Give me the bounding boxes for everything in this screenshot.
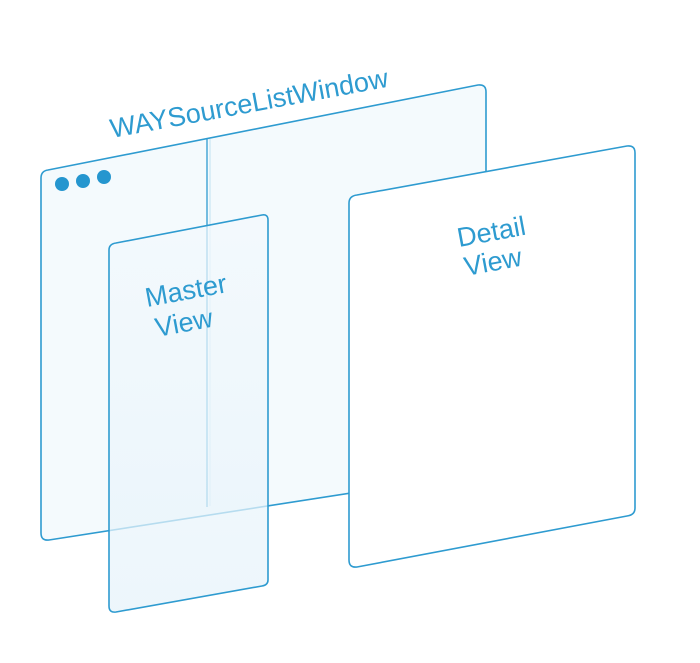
master-view-panel: Master View bbox=[108, 214, 269, 613]
master-view-rect bbox=[108, 214, 269, 613]
window-dot-icon bbox=[76, 174, 90, 188]
window-dot-icon bbox=[55, 177, 69, 191]
detail-view-rect bbox=[348, 145, 636, 568]
detail-view-panel: Detail View bbox=[348, 145, 636, 568]
window-dot-icon bbox=[97, 170, 111, 184]
